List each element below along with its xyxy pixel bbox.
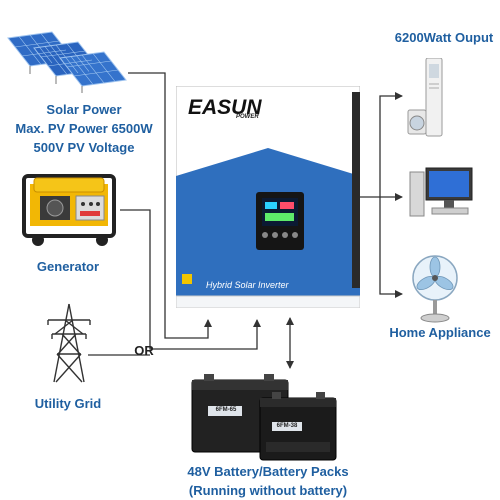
utility-tower-icon — [47, 303, 91, 383]
product-label: Hybrid Solar Inverter — [206, 280, 289, 290]
lcd-display — [262, 198, 298, 226]
control-panel — [256, 192, 304, 250]
generator-icon — [22, 174, 116, 246]
battery-badge-a: 6FM-65 — [215, 407, 237, 413]
battery-pack-icon — [191, 374, 337, 461]
battery-label: 48V Battery/Battery Packs (Running witho… — [150, 462, 386, 500]
output-title: 6200Watt Ouput — [394, 30, 494, 45]
desktop-computer-icon — [409, 167, 473, 217]
battery-badge-b: 6FM-38 — [276, 423, 298, 429]
battery-line2: (Running without battery) — [188, 483, 348, 498]
solar-line1: Solar Power — [46, 102, 122, 117]
battery-line1: 48V Battery/Battery Packs — [187, 464, 349, 479]
solar-panel-icon — [7, 31, 127, 93]
panel-buttons — [262, 232, 298, 238]
solar-label: Solar Power Max. PV Power 6500W 500V PV … — [0, 100, 168, 157]
solar-wire — [128, 72, 212, 339]
warning-sticker — [182, 274, 192, 284]
grid-label: Utility Grid — [34, 396, 102, 411]
solar-line2: Max. PV Power 6500W — [15, 121, 153, 136]
brand-sub: POWER — [236, 114, 259, 120]
brand-logo: EASUN — [188, 96, 262, 120]
generator-label: Generator — [36, 259, 100, 274]
inverter-unit: EASUN POWER Hybrid Solar Inverter — [175, 85, 361, 309]
brand-main: EASUN — [188, 96, 262, 119]
output-wire — [360, 92, 403, 198]
solar-line3: 500V PV Voltage — [33, 140, 135, 155]
electric-fan-icon — [412, 255, 458, 323]
home-appliance-label: Home Appliance — [389, 325, 491, 340]
or-label: OR — [134, 343, 154, 358]
generator-wire — [120, 209, 261, 350]
air-conditioner-icon — [407, 58, 443, 137]
